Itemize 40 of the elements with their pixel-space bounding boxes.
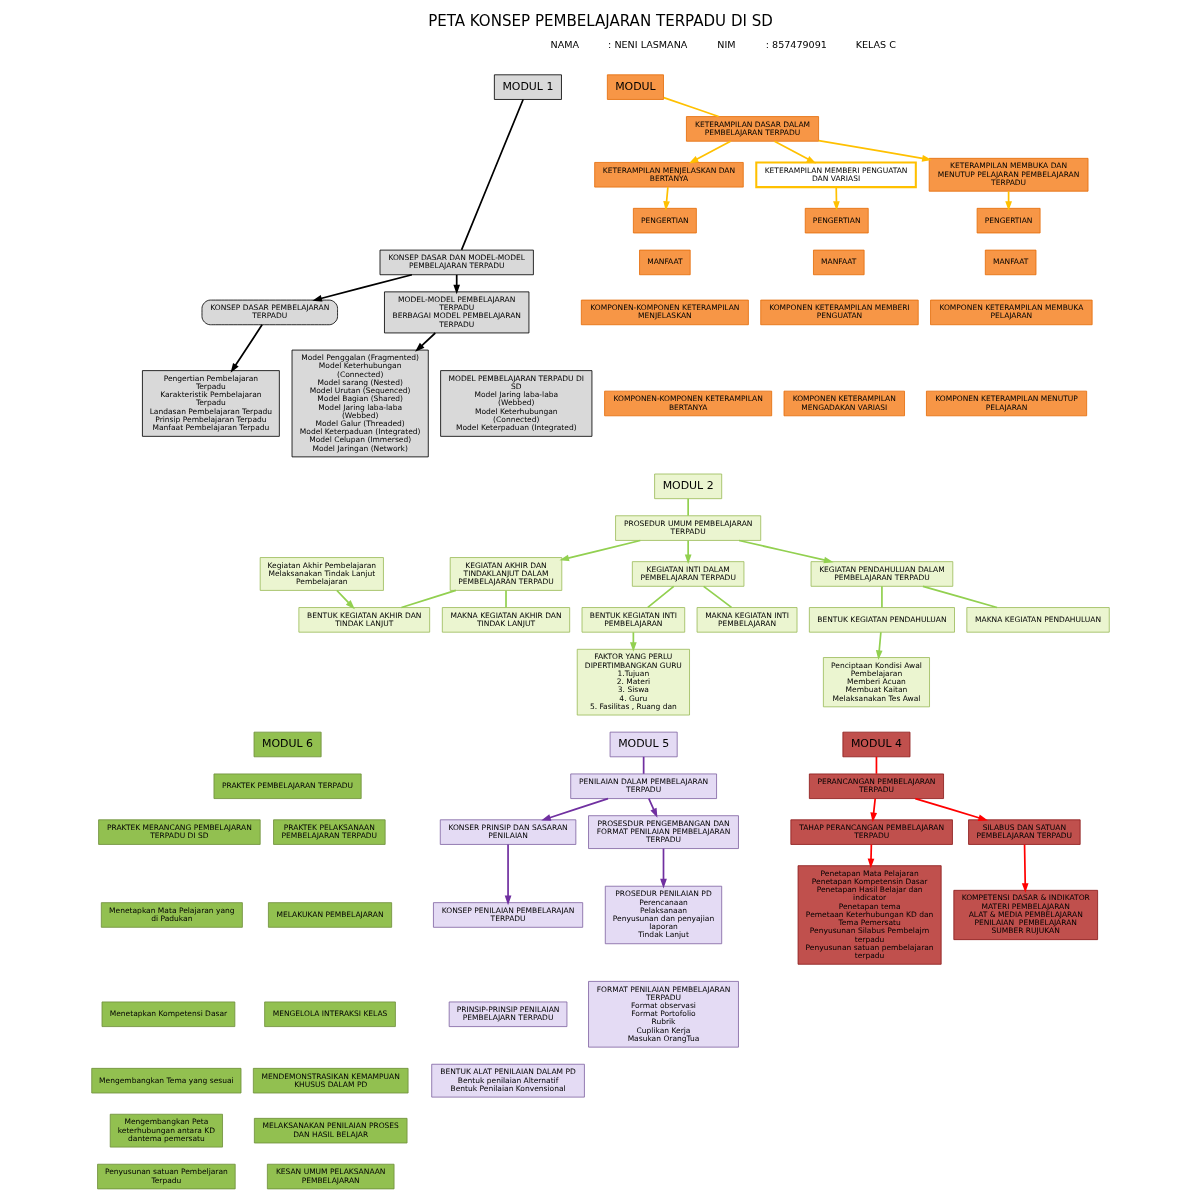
node-box: MODUL 6 bbox=[253, 731, 322, 758]
node-box: MODUL bbox=[606, 74, 664, 100]
node-box: MODUL 5 bbox=[609, 731, 678, 758]
connector bbox=[880, 585, 883, 609]
arrow bbox=[1021, 843, 1029, 893]
label: NAMA bbox=[550, 38, 579, 50]
node-box: MODUL 2 bbox=[653, 473, 722, 500]
label: NIM bbox=[716, 38, 736, 50]
connector bbox=[504, 589, 507, 609]
connector bbox=[686, 497, 689, 517]
arrow bbox=[558, 539, 641, 562]
arrow bbox=[817, 139, 932, 162]
connector bbox=[921, 585, 998, 609]
arrow bbox=[773, 140, 816, 164]
node-box: MODUL 4 bbox=[842, 731, 910, 758]
diagram-title: PETA KONSEP PEMBELAJARAN TERPADU DI SD bbox=[427, 11, 773, 30]
arrow bbox=[230, 323, 263, 373]
label: KELAS C bbox=[855, 38, 896, 50]
arrow bbox=[737, 539, 834, 564]
arrow bbox=[867, 843, 874, 869]
arrow bbox=[913, 797, 988, 821]
arrow bbox=[414, 332, 436, 352]
node-box: MODUL 1 bbox=[493, 74, 562, 100]
label: : NENI LASMANA bbox=[607, 38, 687, 50]
arrow bbox=[684, 539, 691, 565]
connector bbox=[702, 585, 732, 609]
arrow bbox=[335, 589, 355, 610]
arrow bbox=[875, 631, 883, 660]
arrow bbox=[647, 797, 657, 818]
arrow bbox=[659, 847, 667, 889]
connector bbox=[662, 96, 719, 118]
arrow bbox=[832, 186, 840, 211]
label: : 857479091 bbox=[765, 38, 827, 50]
arrow bbox=[504, 843, 511, 906]
arrow bbox=[688, 140, 731, 164]
connector bbox=[460, 98, 524, 251]
arrow bbox=[452, 274, 460, 295]
arrow bbox=[662, 186, 670, 211]
connector bbox=[400, 589, 457, 609]
arrow bbox=[869, 797, 877, 823]
